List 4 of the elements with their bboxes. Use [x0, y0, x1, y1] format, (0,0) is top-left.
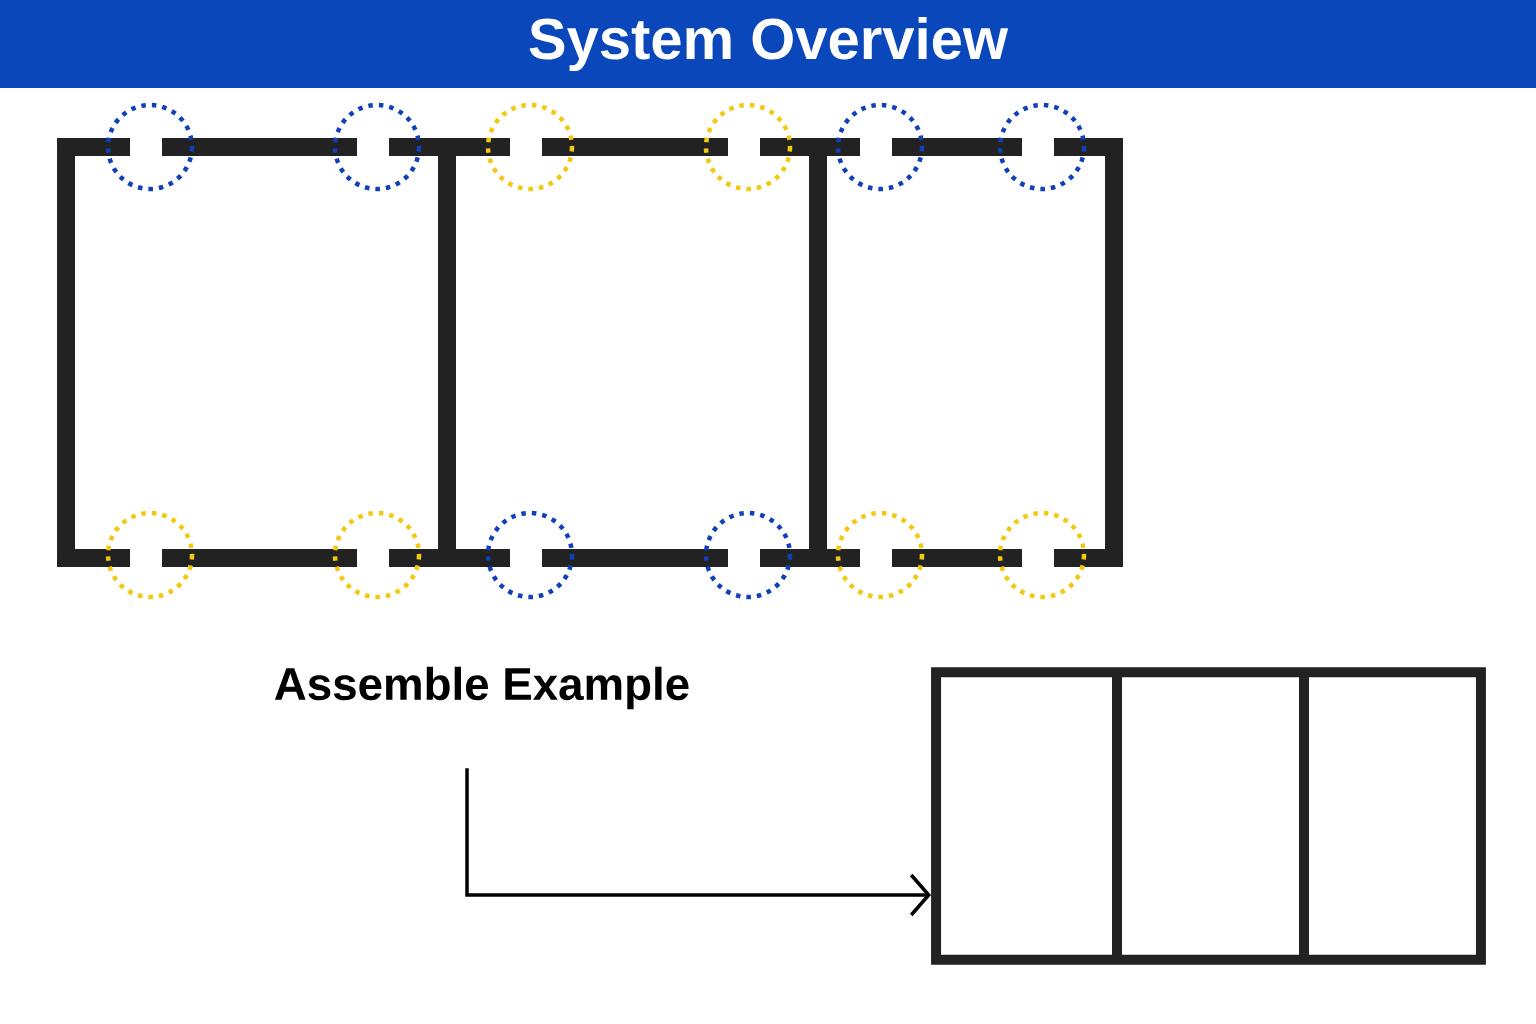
heading-text: Assemble Example [274, 666, 689, 710]
title-bar: System Overview [0, 0, 1536, 88]
assembled-frame-drawing [931, 667, 1486, 965]
arrow [465, 768, 932, 917]
